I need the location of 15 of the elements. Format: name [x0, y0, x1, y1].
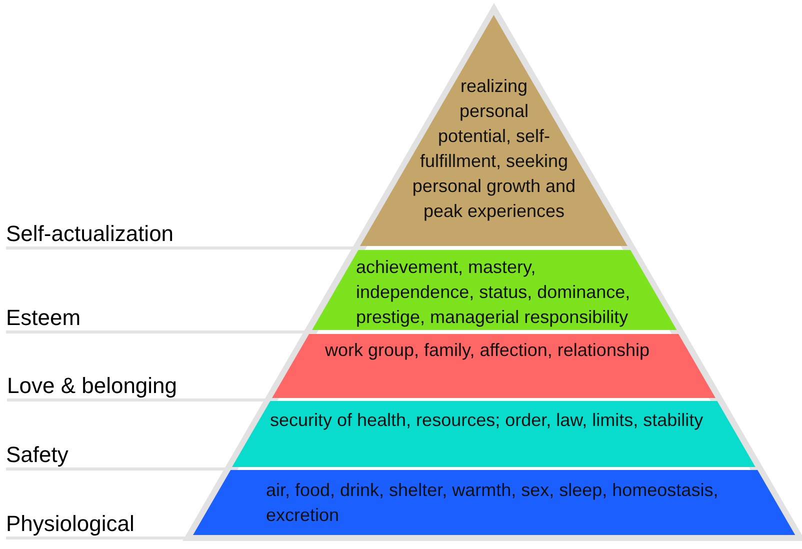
pyramid-tier	[192, 470, 796, 535]
level-name: Safety	[6, 442, 68, 468]
level-name: Physiological	[6, 511, 134, 537]
pyramid-tier	[272, 334, 716, 398]
pyramid-tier	[312, 250, 676, 330]
need-description: realizing personal potential, self-fulfillment, seeking personal growth and peak experiences	[411, 75, 577, 223]
need-description: achievement, mastery, independence, status, dominance, prestige, managerial responsibility	[356, 256, 632, 329]
pyramid-apex-tier	[360, 15, 628, 246]
level-name: Love & belonging	[7, 373, 178, 399]
pyramid-tier	[232, 401, 756, 467]
need-description: work group, family, affection, relationship	[324, 339, 650, 362]
need-description: security of health, resources; order, law, limits, stability	[270, 409, 704, 432]
level-name: Self-actualization	[6, 221, 174, 247]
need-description: air, food, drink, shelter, warmth, sex, sleep, homeostasis, excretion	[266, 479, 720, 527]
level-name: Esteem	[6, 305, 81, 331]
